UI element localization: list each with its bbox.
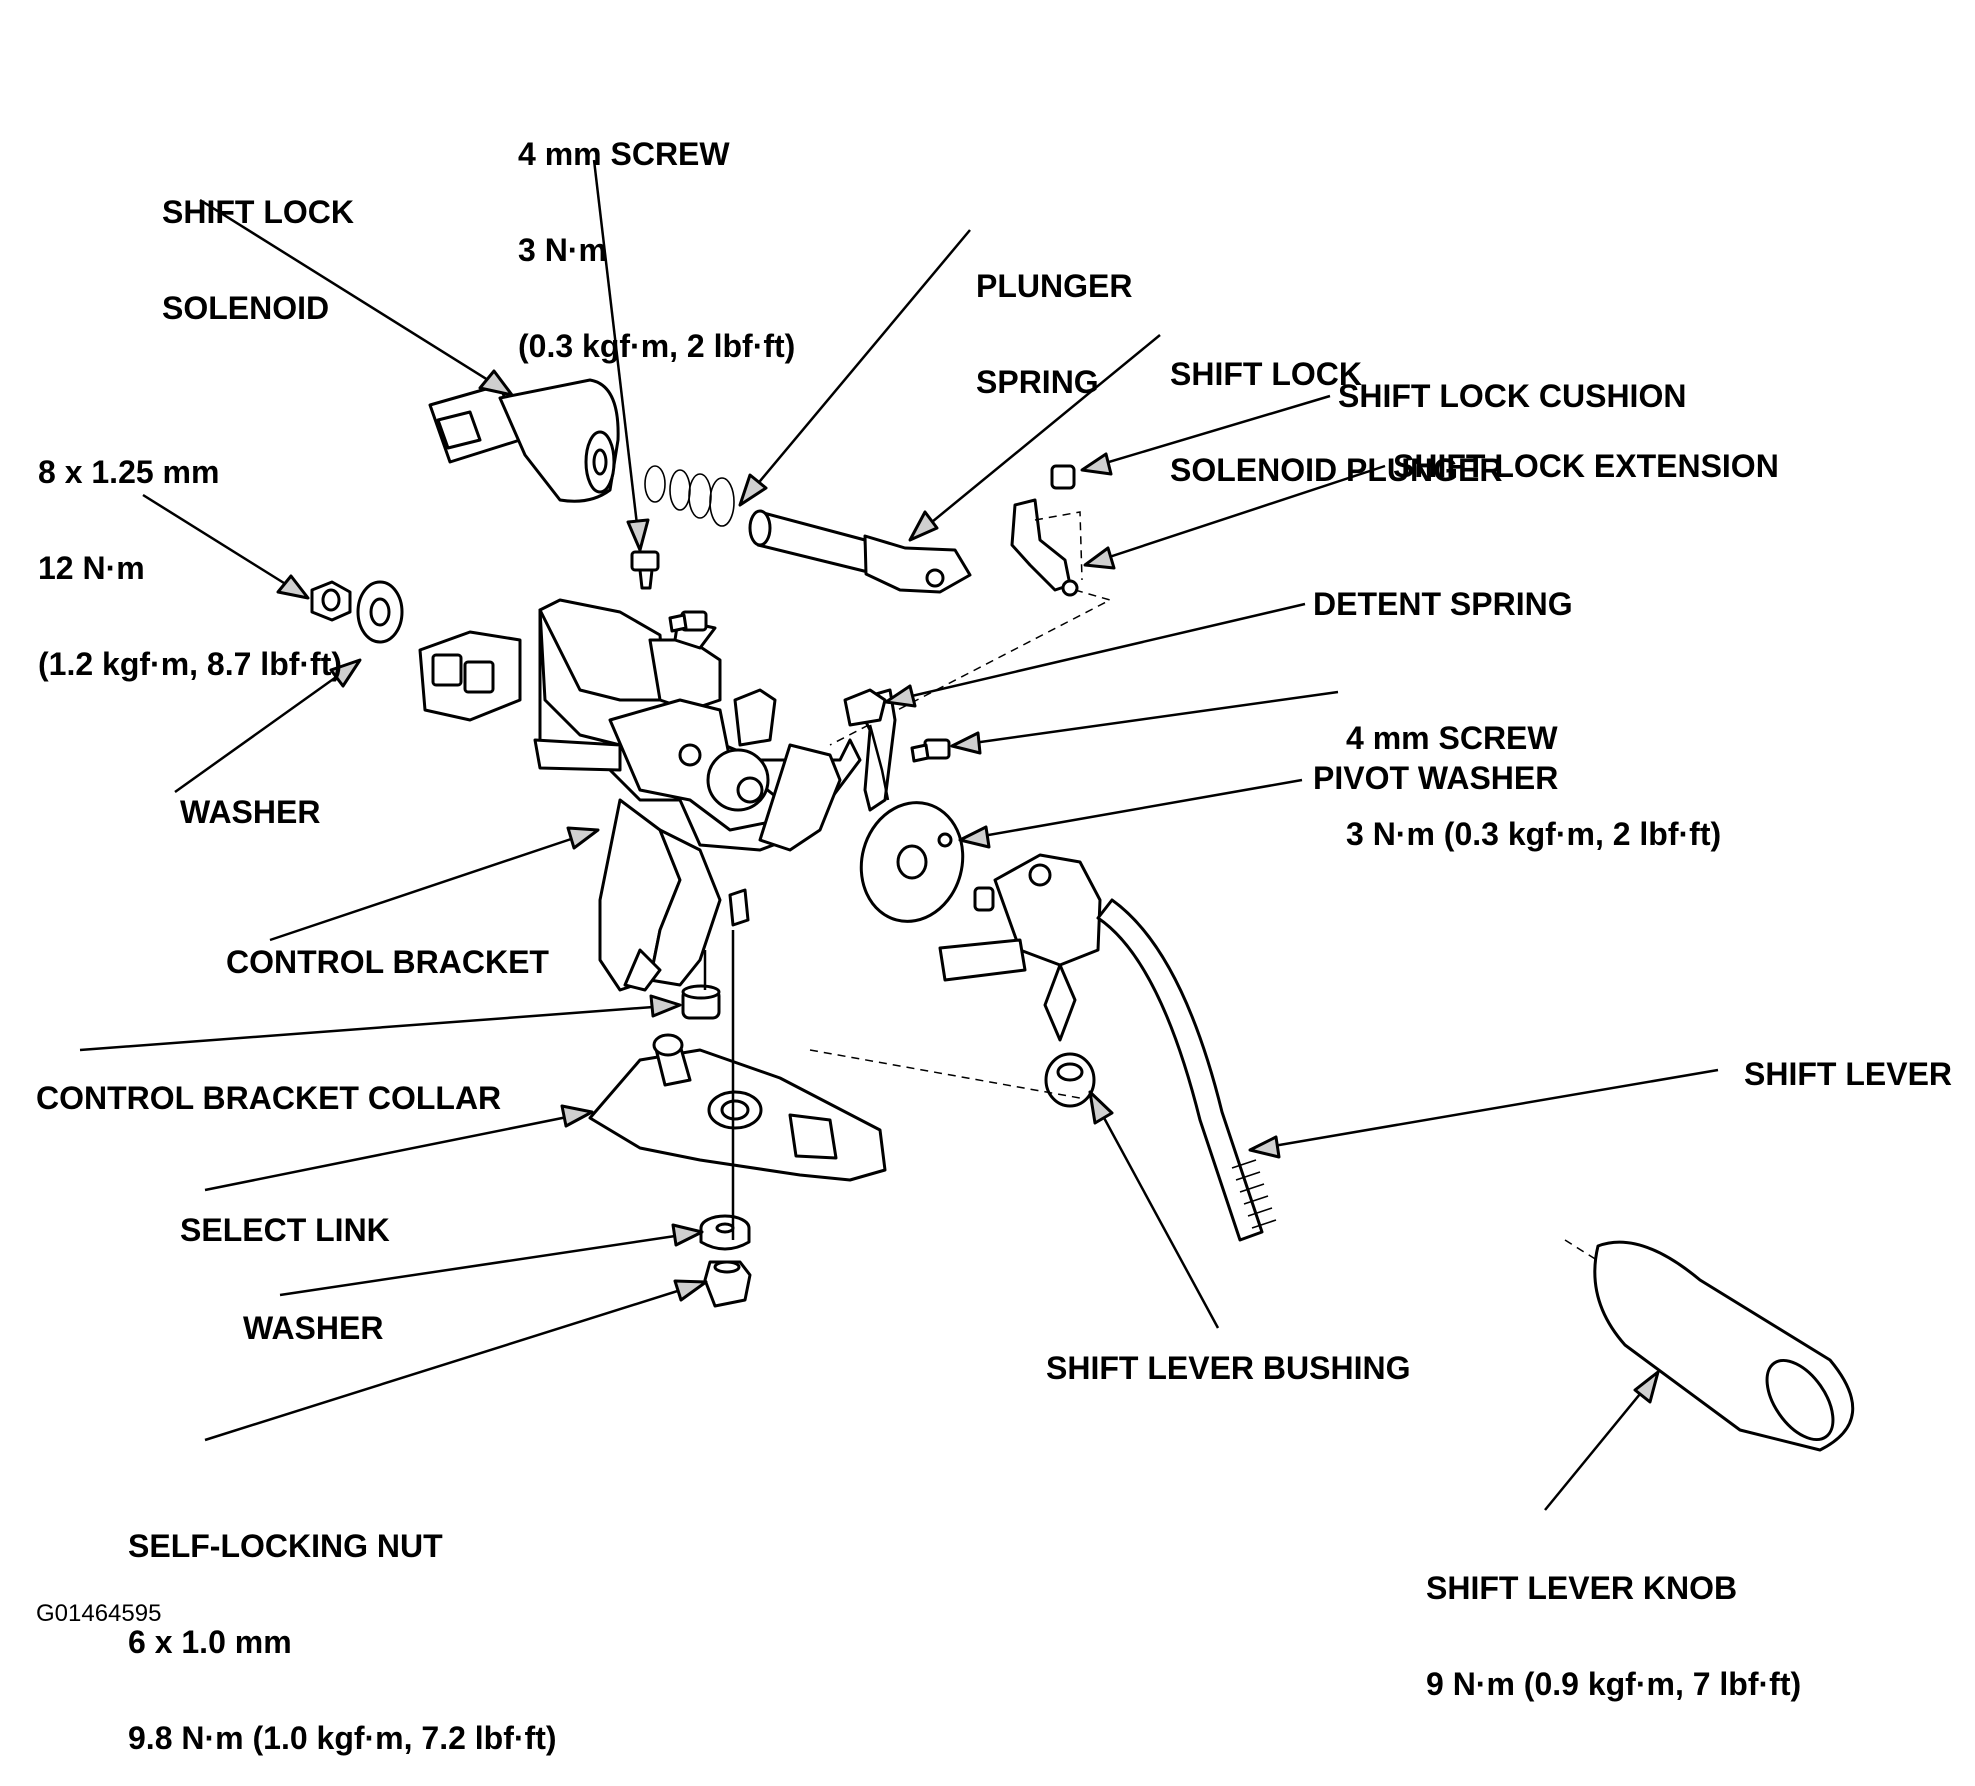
label-line: SHIFT LOCK <box>1170 356 1362 392</box>
top-screw-part <box>630 550 660 590</box>
select-link-part <box>588 1033 1081 1182</box>
label-line: 9 N·m (0.9 kgf·m, 7 lbf·ft) <box>1426 1666 1802 1702</box>
label-shift-lock-cushion: SHIFT LOCK CUSHION <box>1338 378 1687 414</box>
leader-lines <box>79 159 1719 1511</box>
exploded-diagram: SHIFT LOCK SOLENOID 4 mm SCREW 3 N·m (0.… <box>36 74 1953 1754</box>
label-control-bracket: CONTROL BRACKET <box>226 944 549 980</box>
label-pivot-washer: PIVOT WASHER <box>1313 760 1559 796</box>
label-line: SHIFT LOCK <box>162 194 354 230</box>
label-washer-left: WASHER <box>180 794 321 830</box>
nut-and-washer-left <box>310 580 404 644</box>
label-line: (0.3 kgf·m, 2 lbf·ft) <box>518 328 796 364</box>
label-shift-lock-solenoid-plunger: SHIFT LOCK SOLENOID PLUNGER <box>1170 294 1502 518</box>
label-line: SHIFT LEVER KNOB <box>1426 1570 1738 1606</box>
shift-lever-knob-part <box>1564 1239 1855 1452</box>
label-line: 9.8 N·m (1.0 kgf·m, 7.2 lbf·ft) <box>128 1720 557 1756</box>
label-line: SOLENOID PLUNGER <box>1170 452 1503 488</box>
label-detent-spring: DETENT SPRING <box>1313 586 1573 622</box>
bracket-screws <box>668 610 951 763</box>
self-locking-nut-part <box>703 1260 752 1308</box>
label-line: 12 N·m <box>38 550 145 586</box>
figure-id: G01464595 <box>36 1600 162 1627</box>
pivot-washer-part <box>859 801 965 923</box>
label-line: 3 N·m <box>518 232 607 268</box>
label-select-link: SELECT LINK <box>180 1212 390 1248</box>
label-shift-lever-bushing: SHIFT LEVER BUSHING <box>1046 1350 1411 1386</box>
label-washer-bottom: WASHER <box>243 1310 384 1346</box>
shift-lever-bushing-part <box>1044 1052 1096 1108</box>
label-line: 4 mm SCREW <box>518 136 730 172</box>
label-screw-mid: 4 mm SCREW 3 N·m (0.3 kgf·m, 2 lbf·ft) <box>1346 658 1721 882</box>
shift-lock-extension-part <box>829 464 1113 746</box>
control-bracket-part <box>418 598 897 992</box>
label-line: (1.2 kgf·m, 8.7 lbf·ft) <box>38 646 343 682</box>
plunger-spring-part <box>644 465 735 527</box>
label-line: SPRING <box>976 364 1099 400</box>
lever-thread <box>1231 1159 1277 1229</box>
label-shift-lock-extension: SHIFT LOCK EXTENSION <box>1393 448 1779 484</box>
label-shift-lever-knob: SHIFT LEVER KNOB 9 N·m (0.9 kgf·m, 7 lbf… <box>1426 1508 1801 1732</box>
label-screw-top: 4 mm SCREW 3 N·m (0.3 kgf·m, 2 lbf·ft) <box>518 74 795 394</box>
label-shift-lever: SHIFT LEVER <box>1744 1056 1953 1092</box>
label-line: 3 N·m (0.3 kgf·m, 2 lbf·ft) <box>1346 816 1722 852</box>
shift-lock-solenoid-part <box>428 378 620 503</box>
label-shift-lock-solenoid: SHIFT LOCK SOLENOID <box>162 132 354 356</box>
label-line: 4 mm SCREW <box>1346 720 1558 756</box>
label-line: 6 x 1.0 mm <box>128 1624 292 1660</box>
shift-lever-part <box>938 853 1277 1242</box>
detent-spring-part <box>843 688 890 801</box>
label-control-bracket-collar: CONTROL BRACKET COLLAR <box>36 1080 502 1116</box>
bottom-washer-part <box>699 1214 751 1251</box>
solenoid-plunger-part <box>748 509 972 594</box>
label-line: PLUNGER <box>976 268 1133 304</box>
label-line: SOLENOID <box>162 290 330 326</box>
control-bracket-collar-part <box>681 984 721 1020</box>
parts-drawing <box>79 159 1855 1511</box>
label-line: 8 x 1.25 mm <box>38 454 220 490</box>
label-line: SELF-LOCKING NUT <box>128 1528 443 1564</box>
label-bolt-8mm: 8 x 1.25 mm 12 N·m (1.2 kgf·m, 8.7 lbf·f… <box>38 392 342 712</box>
label-plunger-spring: PLUNGER SPRING <box>976 206 1132 430</box>
center-lines <box>703 930 735 1240</box>
label-self-locking-nut: SELF-LOCKING NUT 6 x 1.0 mm 9.8 N·m (1.0… <box>128 1466 557 1786</box>
